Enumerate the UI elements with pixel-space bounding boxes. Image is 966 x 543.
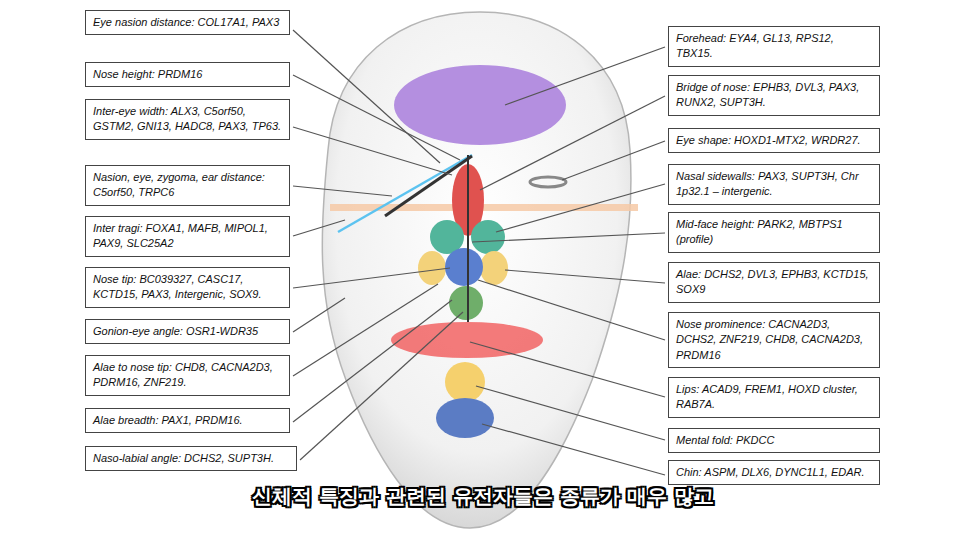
leader-line (505, 270, 665, 283)
mental-fold-region (445, 362, 485, 402)
label-box: Nose height: PRDM16 (85, 62, 290, 87)
gene-label: Alae breadth: PAX1, PRDM16. (93, 413, 282, 428)
label-box: Eye nasion distance: COL17A1, PAX3 (85, 10, 290, 35)
gene-label: Alae: DCHS2, DVL3, EPHB3, KCTD15, SOX9 (676, 267, 872, 298)
gene-label: Bridge of nose: EPHB3, DVL3, PAX3, RUNX2… (676, 80, 872, 111)
label-box: Alae breadth: PAX1, PRDM16. (85, 408, 290, 433)
gene-label: Nose tip: BC039327, CASC17, KCTD15, PAX3… (93, 272, 282, 303)
lips-region (391, 322, 543, 358)
label-box: Mental fold: PKDCC (668, 428, 880, 453)
leader-line (293, 127, 452, 175)
nasion-line (385, 156, 472, 216)
leader-line (293, 220, 345, 236)
philtrum-region (449, 286, 483, 320)
sidewall-region (471, 220, 505, 254)
leader-line (562, 141, 665, 180)
label-box: Lips: ACAD9, FREM1, HOXD cluster, RAB7A. (668, 377, 880, 418)
label-box: Chin: ASPM, DLX6, DYNC1L1, EDAR. (668, 460, 880, 485)
chin-region (436, 398, 494, 438)
gene-label: Mental fold: PKDCC (676, 433, 872, 448)
leader-line (505, 47, 665, 105)
leader-line (300, 312, 463, 460)
label-box: Inter tragi: FOXA1, MAFB, MIPOL1, PAX9, … (85, 216, 290, 257)
eye-shape-curve (530, 177, 566, 187)
alae-region (480, 251, 508, 285)
leader-line (496, 184, 665, 232)
gene-label: Gonion-eye angle: OSR1-WDR35 (93, 324, 282, 339)
label-box: Nasal sidewalls: PAX3, SUPT3H, Chr 1p32.… (668, 164, 880, 205)
leader-line (476, 386, 665, 440)
nose-tip-region (445, 248, 483, 286)
gene-label: Eye nasion distance: COL17A1, PAX3 (93, 15, 282, 30)
subtitle-caption: 신체적 특징과 관련된 유전자들은 종류가 매우 많고 (0, 483, 966, 510)
label-box: Alae to nose tip: CHD8, CACNA2D3, PDRM16… (85, 355, 290, 396)
leader-line (293, 268, 450, 288)
leader-line (482, 424, 665, 475)
leader-line (293, 186, 392, 196)
gene-label: Mid-face height: PARK2, MBTPS1 (profile) (676, 217, 872, 248)
face-outline (322, 12, 631, 528)
leader-line (293, 300, 452, 422)
label-box: Eye shape: HOXD1-MTX2, WRDR27. (668, 128, 880, 153)
label-box: Bridge of nose: EPHB3, DVL3, PAX3, RUNX2… (668, 75, 880, 116)
gene-label: Naso-labial angle: DCHS2, SUPT3H. (93, 451, 289, 466)
gene-label: Lips: ACAD9, FREM1, HOXD cluster, RAB7A. (676, 382, 872, 413)
label-box: Gonion-eye angle: OSR1-WDR35 (85, 319, 290, 344)
label-box: Nose tip: BC039327, CASC17, KCTD15, PAX3… (85, 267, 290, 308)
gene-label: Forehead: EYA4, GL13, RPS12, TBX15. (676, 31, 872, 62)
leader-line (470, 342, 665, 397)
leader-line (293, 284, 438, 376)
gene-label: Nose height: PRDM16 (93, 67, 282, 82)
label-box: Alae: DCHS2, DVL3, EPHB3, KCTD15, SOX9 (668, 262, 880, 303)
gene-label: Inter tragi: FOXA1, MAFB, MIPOL1, PAX9, … (93, 221, 282, 252)
leader-line (472, 233, 665, 242)
leader-line (293, 298, 345, 332)
gene-label: Nose prominence: CACNA2D3, DCHS2, ZNF219… (676, 317, 872, 363)
gene-label: Inter-eye width: ALX3, C5orf50, GSTM2, G… (93, 104, 282, 135)
gene-label: Nasal sidewalls: PAX3, SUPT3H, Chr 1p32.… (676, 169, 872, 200)
leader-line (293, 30, 440, 163)
label-box: Naso-labial angle: DCHS2, SUPT3H. (85, 446, 297, 471)
forehead-region (394, 65, 566, 145)
label-box: Forehead: EYA4, GL13, RPS12, TBX15. (668, 26, 880, 67)
leader-line (480, 96, 665, 190)
alae-region (418, 251, 446, 285)
nose-height-line (467, 155, 469, 322)
label-box: Inter-eye width: ALX3, C5orf50, GSTM2, G… (85, 99, 290, 140)
gene-label: Eye shape: HOXD1-MTX2, WRDR27. (676, 133, 872, 148)
gene-label: Chin: ASPM, DLX6, DYNC1L1, EDAR. (676, 465, 872, 480)
gene-label: Alae to nose tip: CHD8, CACNA2D3, PDRM16… (93, 360, 282, 391)
gene-label: Nasion, eye, zygoma, ear distance: C5orf… (93, 170, 282, 201)
label-box: Nasion, eye, zygoma, ear distance: C5orf… (85, 165, 290, 206)
label-box: Nose prominence: CACNA2D3, DCHS2, ZNF219… (668, 312, 880, 368)
leader-line (478, 280, 665, 340)
leader-line (293, 75, 460, 160)
label-box: Mid-face height: PARK2, MBTPS1 (profile) (668, 212, 880, 253)
eye-ear-line (338, 155, 472, 232)
